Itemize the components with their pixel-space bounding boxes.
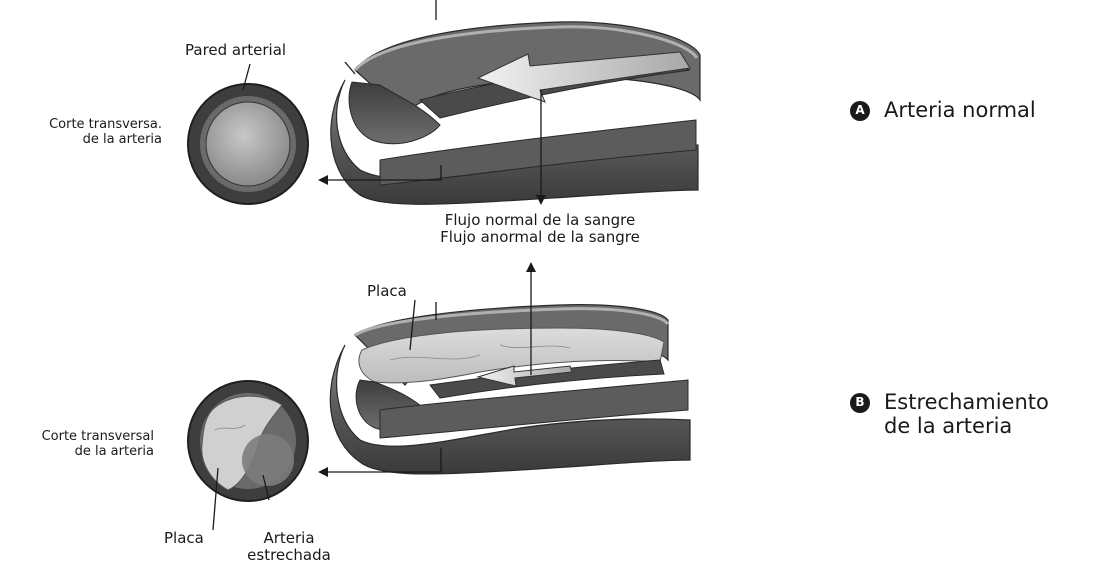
label-cross-section-normal-line1: Corte transversa. xyxy=(20,118,162,133)
narrowed-cross-section xyxy=(188,381,308,501)
label-cross-section-normal: Corte transversa. de la arteria xyxy=(20,118,162,148)
label-narrowed-artery: Arteria estrechada xyxy=(244,530,334,565)
label-pared-arterial: Pared arterial xyxy=(185,42,286,59)
label-placa-bottom: Placa xyxy=(164,530,204,547)
flow-labels: Flujo normal de la sangre Flujo anormal … xyxy=(400,212,680,247)
label-cross-section-narrowed-line1: Corte transversal xyxy=(20,430,154,445)
normal-artery-tube xyxy=(331,22,700,204)
title-normal-artery: A Arteria normal xyxy=(850,98,1036,122)
label-cross-section-narrowed-line2: de la arteria xyxy=(20,445,154,460)
label-placa-top: Placa xyxy=(367,283,407,300)
title-narrowed-line2: de la arteria xyxy=(850,414,1049,438)
narrowed-artery-tube xyxy=(330,305,690,474)
badge-b: B xyxy=(850,393,870,413)
label-abnormal-flow: Flujo anormal de la sangre xyxy=(400,229,680,246)
badge-a: A xyxy=(850,101,870,121)
label-narrowed-artery-line2: estrechada xyxy=(244,547,334,564)
title-narrowed-line1: Estrechamiento xyxy=(884,390,1049,414)
label-normal-flow: Flujo normal de la sangre xyxy=(400,212,680,229)
label-cross-section-narrowed: Corte transversal de la arteria xyxy=(20,430,154,460)
title-narrowed-artery: B Estrechamiento de la arteria xyxy=(850,390,1049,438)
normal-cross-section xyxy=(188,84,308,204)
label-cross-section-normal-line2: de la arteria xyxy=(20,133,162,148)
label-narrowed-artery-line1: Arteria xyxy=(244,530,334,547)
title-normal-artery-text: Arteria normal xyxy=(884,98,1036,122)
